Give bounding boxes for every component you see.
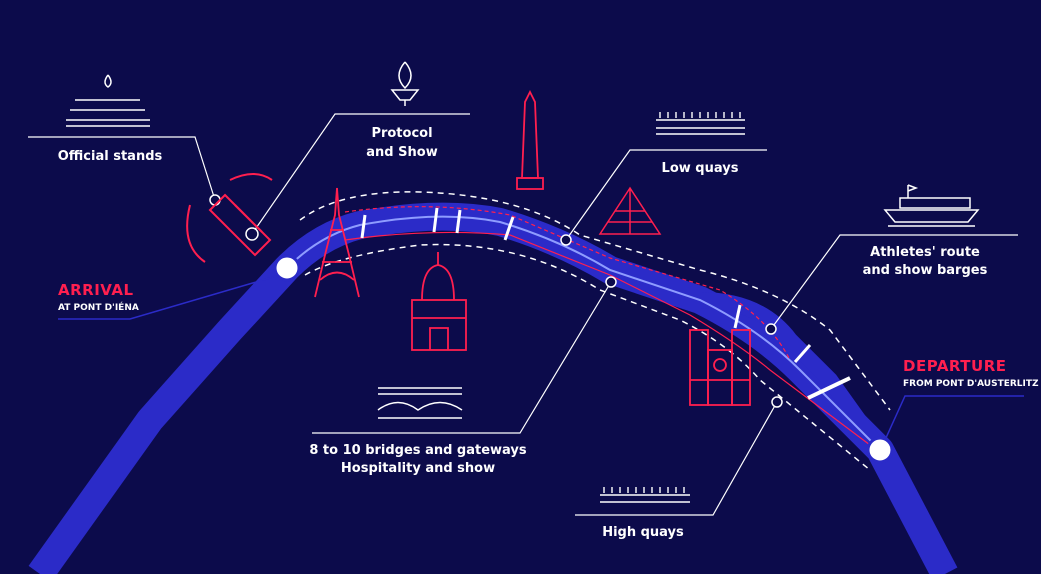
arrival-marker[interactable] <box>273 254 301 282</box>
invalides-dome-icon <box>411 252 467 351</box>
bridge-icon <box>377 387 463 419</box>
arrival-leader <box>58 274 281 320</box>
trocadero-stands-icon <box>186 173 273 263</box>
departure-marker[interactable] <box>866 436 894 464</box>
leader-lines <box>28 113 1018 516</box>
label-bridges-line1: 8 to 10 bridges and gateways <box>309 443 527 458</box>
label-athletes-line2: and show barges <box>862 263 988 278</box>
crowd-icon-high-quays <box>600 487 690 503</box>
arrival-title: ARRIVAL <box>58 281 134 299</box>
departure-subtitle: FROM PONT D'AUSTERLITZ <box>903 379 1039 389</box>
crowd-icon-low-quays <box>656 112 745 135</box>
departure-title: DEPARTURE <box>903 357 1007 375</box>
label-protocol-line2: and Show <box>366 145 438 160</box>
label-protocol-line1: Protocol <box>371 126 433 141</box>
arrival-subtitle: AT PONT D'IÉNA <box>58 303 139 313</box>
stands-icon <box>66 74 150 127</box>
torch-icon <box>390 61 420 106</box>
label-high-quays: High quays <box>602 525 684 540</box>
label-official-stands: Official stands <box>57 149 163 164</box>
obelisk-icon <box>516 89 544 190</box>
river-centerline <box>286 215 881 451</box>
label-low-quays: Low quays <box>661 161 739 176</box>
label-athletes-line1: Athletes' route <box>870 245 980 260</box>
barge-icon <box>883 184 980 227</box>
notre-dame-icon <box>689 329 751 406</box>
bridges <box>360 207 851 400</box>
point-markers <box>209 194 783 408</box>
departure-leader <box>884 395 1024 441</box>
route-boundary-south <box>304 243 871 471</box>
label-bridges-line2: Hospitality and show <box>340 461 496 476</box>
river-branch <box>699 292 887 455</box>
eiffel-tower-icon <box>314 187 360 298</box>
route-boundary-north <box>299 191 891 411</box>
louvre-pyramid-icon <box>598 186 662 235</box>
